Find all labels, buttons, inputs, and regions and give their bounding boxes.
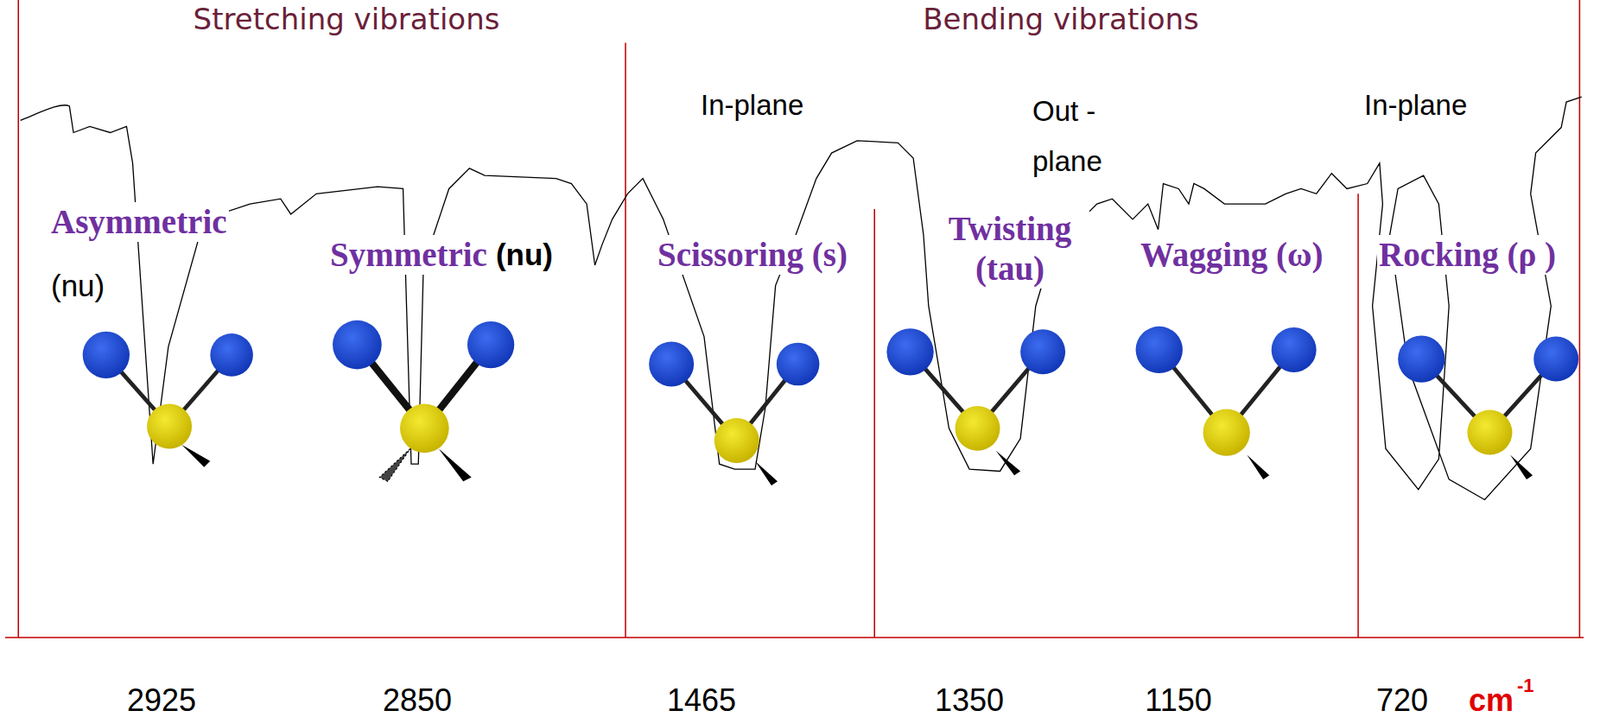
- wavenumber: 2925: [125, 682, 198, 717]
- plane-label: In-plane: [698, 88, 806, 123]
- mode-name: Symmetric: [328, 234, 489, 275]
- unit-exponent: -1: [1515, 675, 1537, 697]
- wavenumber: 2850: [380, 682, 454, 717]
- ir-spectrum-trace: [20, 96, 1582, 500]
- plane-label: Out - plane: [1030, 86, 1121, 187]
- wavenumber: 1350: [933, 682, 1006, 717]
- mode-name: Twisting (tau): [930, 209, 1090, 289]
- mode-symbol: (nu): [494, 236, 555, 274]
- molecule-figures: [82, 320, 1580, 486]
- wavenumber: 1150: [1142, 682, 1213, 717]
- ch2-asymmetric: [82, 331, 254, 468]
- ch2-twisting: [886, 328, 1066, 476]
- section-heading: Bending vibrations: [920, 1, 1201, 37]
- section-heading: Stretching vibrations: [191, 1, 502, 37]
- wavenumber: 1465: [665, 682, 738, 717]
- region-dividers: [5, 0, 1584, 638]
- plane-label: In-plane: [1362, 88, 1469, 123]
- mode-name: Wagging (ω): [1138, 234, 1326, 275]
- wavenumber: 720: [1374, 682, 1430, 717]
- ch2-wagging: [1136, 326, 1317, 480]
- ch2-rocking: [1397, 335, 1579, 479]
- unit-label: cm: [1466, 682, 1516, 717]
- mode-name: Rocking (ρ ): [1377, 234, 1558, 275]
- mode-symbol: (nu): [49, 267, 107, 305]
- mode-name: Scissoring (s): [655, 234, 850, 275]
- mode-name: Asymmetric: [49, 202, 229, 242]
- ch2-symmetric: [332, 320, 515, 483]
- ch2-scissoring: [648, 342, 820, 486]
